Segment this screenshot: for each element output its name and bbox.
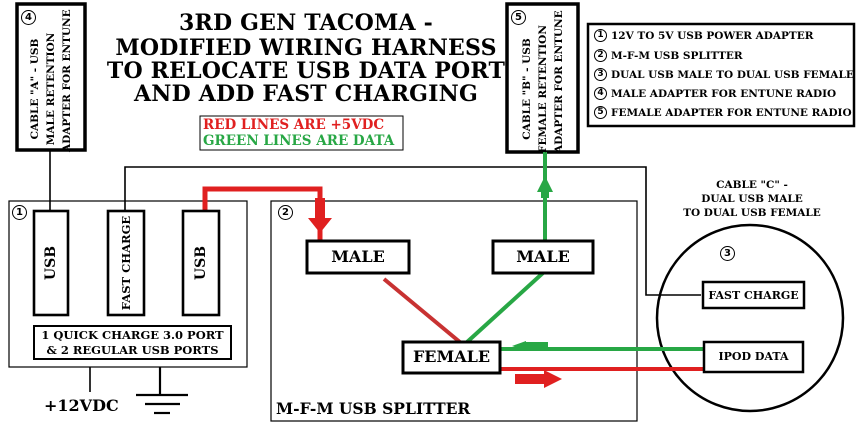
port-label-usb-1: USB (43, 245, 59, 281)
legend-row-4: 4 MALE ADAPTER FOR ENTUNE RADIO (591, 86, 849, 104)
male-left-box (305, 239, 411, 275)
cable-c-circle (655, 223, 845, 413)
cable-c-line-2: DUAL USB MALE (701, 193, 803, 205)
title-line-2: MODIFIED WIRING HARNESS (115, 35, 497, 61)
cable-b-box (505, 2, 580, 154)
wire-red-male-to-female (382, 277, 463, 345)
color-key-box (199, 115, 404, 151)
adapter-note-line-1: 1 QUICK CHARGE 3.0 PORT (41, 328, 224, 342)
legend-row-5: 5 FEMALE ADAPTER FOR ENTUNE RADIO (591, 105, 852, 123)
legend-row-2: 2 M-F-M USB SPLITTER (591, 48, 849, 66)
cable-c-line-1: CABLE "C" - (716, 179, 788, 191)
legend-num-4: 4 (594, 87, 607, 100)
legend-box (586, 22, 856, 128)
legend-label-2: M-F-M USB SPLITTER (611, 50, 743, 62)
port-box-fast-charge (106, 209, 146, 317)
legend-label-4: MALE ADAPTER FOR ENTUNE RADIO (611, 88, 837, 100)
red-right-arrow (515, 370, 562, 388)
legend-num-1: 1 (594, 29, 607, 42)
adapter-num: 1 (12, 205, 27, 220)
green-up-arrow (537, 176, 553, 198)
female-label: FEMALE (412, 347, 491, 366)
port-label-usb-2: USB (193, 245, 209, 281)
cable-b-line-2: FEMALE RETENTION (537, 25, 549, 153)
ground-icon (136, 367, 188, 415)
red-down-arrow (308, 198, 332, 233)
wire-fast-charge-to-cable-c (124, 166, 701, 296)
cable-b-line-3: ADAPTER FOR ENTUNE (553, 10, 565, 153)
legend-label-1: 12V TO 5V USB POWER ADAPTER (611, 30, 814, 42)
cable-c-num: 3 (720, 246, 735, 261)
legend-num-2: 2 (594, 49, 607, 62)
splitter-caption: M-F-M USB SPLITTER (276, 399, 471, 418)
cable-b-line-1: CABLE "B" - USB (521, 38, 533, 140)
legend-row-1: 1 12V TO 5V USB POWER ADAPTER (591, 28, 849, 46)
wire-green-male-to-female (464, 270, 546, 345)
cable-a-line-2: MALE RETENTION (45, 32, 57, 146)
title-line-4: AND ADD FAST CHARGING (134, 81, 478, 107)
legend-label-3: DUAL USB MALE TO DUAL USB FEMALE (611, 69, 854, 81)
female-box (401, 340, 502, 375)
supply-label: +12VDC (44, 396, 119, 415)
color-key-green: GREEN LINES ARE DATA (203, 133, 395, 149)
legend-label-5: FEMALE ADAPTER FOR ENTUNE RADIO (611, 107, 852, 119)
wire-red-usb-to-male (202, 186, 323, 240)
port-box-usb-1 (32, 209, 70, 317)
cable-a-line-1: CABLE "A" - USB (29, 38, 41, 140)
male-right-label: MALE (516, 247, 570, 266)
ipod-data-label: IPOD DATA (718, 350, 789, 363)
legend-num-3: 3 (594, 68, 607, 81)
legend-num-5: 5 (594, 106, 607, 119)
adapter-box (8, 200, 248, 368)
legend-row-3: 3 DUAL USB MALE TO DUAL USB FEMALE (591, 67, 854, 85)
adapter-note-box (33, 325, 232, 360)
male-right-box (491, 239, 595, 275)
splitter-num: 2 (278, 205, 293, 220)
port-box-usb-2 (181, 209, 221, 317)
male-left-label: MALE (331, 247, 385, 266)
cable-a-text: CABLE "A" - USB MALE RETENTION ADAPTER F… (27, 9, 75, 152)
fast-charge-label: FAST CHARGE (708, 289, 799, 302)
cable-c-line-3: TO DUAL USB FEMALE (683, 207, 821, 219)
ipod-data-box (702, 340, 805, 374)
splitter-box (270, 200, 638, 422)
cable-b-text: CABLE "B" - USB FEMALE RETENTION ADAPTER… (519, 10, 567, 153)
cable-a-box (15, 2, 87, 152)
green-left-arrow (512, 341, 548, 351)
cable-b-num: 5 (511, 10, 526, 25)
title-line-3: TO RELOCATE USB DATA PORT (106, 58, 506, 84)
adapter-note-line-2: & 2 REGULAR USB PORTS (46, 343, 219, 357)
title-line-1: 3RD GEN TACOMA - (179, 10, 433, 36)
port-label-fast-charge: FAST CHARGE (119, 215, 133, 311)
fast-charge-box (701, 280, 806, 310)
cable-a-num: 4 (21, 10, 36, 25)
color-key-red: RED LINES ARE +5VDC (203, 117, 385, 133)
cable-a-line-3: ADAPTER FOR ENTUNE (61, 9, 73, 152)
